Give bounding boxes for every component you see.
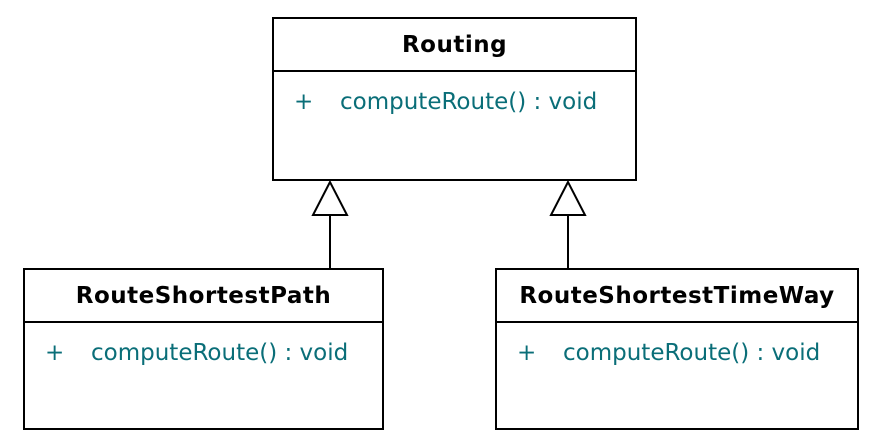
method-entry: + computeRoute() : void [45, 339, 382, 367]
members-compartment: + computeRoute() : void [274, 72, 635, 116]
members-compartment: + computeRoute() : void [25, 323, 382, 367]
method-entry: + computeRoute() : void [517, 339, 857, 367]
class-name: RouteShortestPath [25, 270, 382, 323]
class-name: RouteShortestTimeWay [497, 270, 857, 323]
visibility-marker: + [294, 89, 314, 115]
class-box-route-shortest-path: RouteShortestPath + computeRoute() : voi… [23, 268, 384, 430]
generalization-arrow-left [311, 179, 349, 268]
members-compartment: + computeRoute() : void [497, 323, 857, 367]
hollow-triangle-icon [311, 179, 349, 216]
generalization-arrow-right [549, 179, 587, 268]
method-signature: computeRoute() : void [563, 340, 821, 366]
visibility-marker: + [45, 340, 65, 366]
method-entry: + computeRoute() : void [294, 88, 635, 116]
method-signature: computeRoute() : void [91, 340, 349, 366]
method-signature: computeRoute() : void [340, 89, 598, 115]
visibility-marker: + [517, 340, 537, 366]
class-box-route-shortest-time-way: RouteShortestTimeWay + computeRoute() : … [495, 268, 859, 430]
hollow-triangle-icon [549, 179, 587, 216]
class-name: Routing [274, 19, 635, 72]
class-box-routing: Routing + computeRoute() : void [272, 17, 637, 181]
